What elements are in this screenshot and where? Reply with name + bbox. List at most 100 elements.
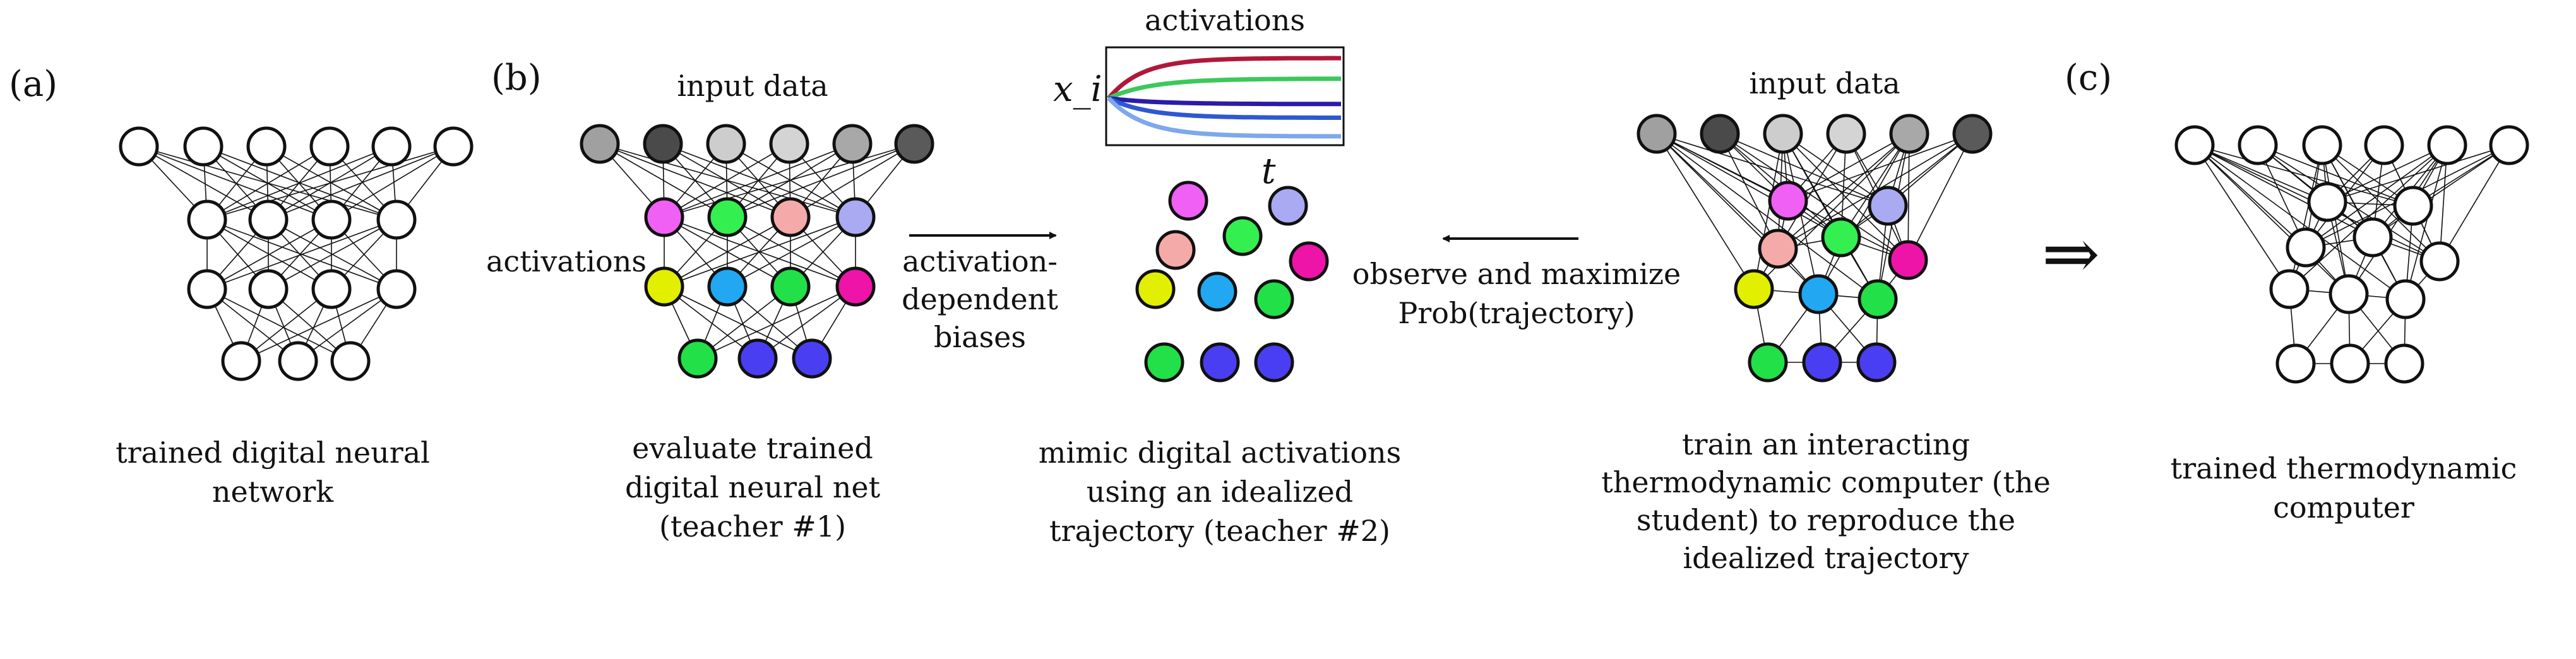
thermo-node [2384, 343, 2424, 384]
thermo-edge [2289, 145, 2323, 290]
net-a-edge [206, 288, 351, 362]
net-b-node [677, 338, 718, 379]
student-edge [1753, 133, 1784, 290]
student-edge [1719, 133, 1779, 249]
teacher2-caption-line2: using an idealized [1087, 475, 1353, 509]
teacher2-caption-line3: trajectory (teacher #2) [1049, 514, 1390, 548]
thermo-edge [2194, 145, 2373, 238]
input-data-label: input data [677, 69, 828, 103]
panel-c-letter: (c) [2065, 57, 2112, 98]
observe-label-line1: observe and maximize [1352, 257, 1681, 291]
net-b-node [644, 266, 684, 307]
net-b-edge [757, 286, 856, 359]
bias-arrow-group: activation- dependent biases [902, 232, 1058, 354]
net-a-node [311, 269, 352, 309]
student-caption-line4: idealized trajectory [1683, 541, 1969, 575]
net-a-edge [206, 219, 397, 290]
thermo-edge [2194, 145, 2306, 248]
net-a-node [221, 341, 261, 381]
net-a-node [330, 341, 371, 381]
teacher1-caption-line3: (teacher #1) [659, 509, 846, 543]
net-a-node [433, 126, 474, 167]
student-edge [1777, 133, 1847, 249]
student-output-node [1802, 342, 1842, 383]
net-a-edge [206, 146, 454, 220]
student-edge [1656, 133, 1755, 290]
thermo-edge [2348, 145, 2448, 295]
student-input-node [1763, 114, 1803, 154]
student-edge [1840, 133, 1910, 238]
student-node [1888, 240, 1928, 280]
student-edge [1840, 133, 1973, 238]
student-edge [1787, 133, 1910, 201]
net-b-edge [664, 143, 915, 218]
idealized-node [1155, 230, 1196, 270]
idealized-node [1168, 181, 1208, 221]
panel-b-teacher1: (b) input data activations evaluate trai… [486, 57, 934, 543]
student-caption-line1: train an interacting [1682, 427, 1970, 461]
net-b-edge [664, 286, 813, 359]
plot-ylabel: x_i [1053, 69, 1102, 110]
caption-a-line1: trained digital neural [116, 436, 430, 470]
bias-label-line3: biases [934, 320, 1026, 354]
net-b-node [580, 124, 620, 164]
student-caption-line2: thermodynamic computer (the [1601, 465, 2051, 499]
thermo-node [2419, 241, 2460, 282]
panel-b-teacher2: activations x_i t mimic digital activati… [1039, 3, 1402, 548]
activations-side-label: activations [486, 244, 647, 278]
thermo-edge [2289, 145, 2448, 290]
thermo-edge [2405, 145, 2448, 300]
net-b-node [770, 197, 811, 237]
teacher2-caption-line1: mimic digital activations [1039, 436, 1402, 470]
thermo-edge [2372, 145, 2510, 238]
bias-label-line1: activation- [902, 244, 1058, 278]
idealized-node [1135, 269, 1176, 309]
net-a-edge [241, 288, 397, 362]
activation-curve [1107, 56, 1341, 100]
idealized-node [1197, 271, 1237, 312]
plot-xlabel: t [1261, 151, 1276, 192]
idealized-node [1200, 342, 1240, 383]
thermo-node [2385, 279, 2426, 319]
student-edge [1907, 133, 1973, 261]
student-output-node [1856, 342, 1897, 383]
teacher1-caption-line2: digital neural net [625, 470, 881, 504]
student-output-node [1748, 342, 1788, 383]
student-node [1734, 269, 1774, 309]
thermo-node [2275, 343, 2316, 384]
net-b-node [707, 266, 748, 307]
student-nodes [1637, 114, 1993, 383]
idealized-nodes [1135, 181, 1329, 383]
teacher1-caption-line1: evaluate trained [632, 431, 873, 465]
net-b-nodes [580, 124, 934, 379]
net-a-node [248, 269, 289, 309]
thermo-edge [2194, 145, 2349, 295]
caption-c-line2: computer [2273, 490, 2414, 525]
student-caption-line3: student) to reproduce the [1637, 503, 2015, 537]
thermo-node [2286, 227, 2326, 268]
net-b-node [706, 124, 746, 164]
net-b-node [769, 124, 809, 164]
panel-a: (a) trained digital neural network [9, 64, 474, 509]
idealized-node [1254, 279, 1294, 319]
student-node [1821, 217, 1861, 258]
net-a-node [246, 126, 287, 167]
idealized-node [1254, 342, 1294, 383]
student-edge [1777, 133, 1910, 249]
student-input-node [1700, 114, 1740, 154]
student-node [1758, 229, 1798, 269]
net-a-node [309, 126, 350, 167]
thermo-node [2269, 269, 2310, 309]
student-edge [1907, 133, 1910, 261]
net-a-edges [138, 146, 454, 362]
student-node [1768, 181, 1808, 221]
net-b-node [894, 124, 934, 164]
net-a-node [248, 199, 289, 240]
net-a-edge [268, 146, 454, 220]
thermo-edge [2327, 145, 2510, 203]
net-a-node [311, 199, 352, 240]
net-a-edge [206, 219, 332, 290]
student-node [1857, 279, 1898, 319]
thermo-node [2364, 125, 2404, 165]
